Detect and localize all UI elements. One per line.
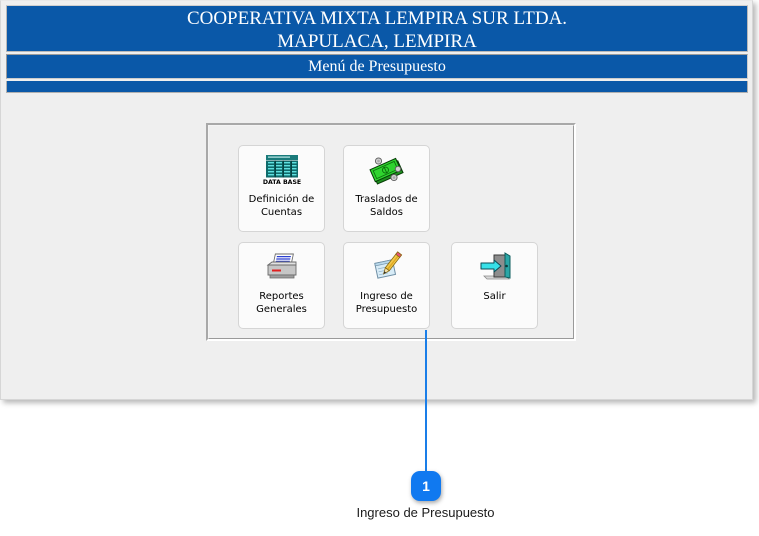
application-window: COOPERATIVA MIXTA LEMPIRA SUR LTDA. MAPU… [0,0,753,400]
menu-title-bar: Menú de Presupuesto [6,54,748,79]
company-name-line1: COOPERATIVA MIXTA LEMPIRA SUR LTDA. [186,8,568,29]
menu-group-inner-border [208,125,574,339]
svg-text:DATA BASE: DATA BASE [263,179,301,186]
button-traslados-de-saldos[interactable]: Traslados de Saldos [343,145,430,232]
callout-caption: Ingreso de Presupuesto [356,505,495,520]
notepad-pencil-icon [368,249,406,287]
exit-door-icon [476,249,514,287]
toolbar-strip [6,81,748,93]
button-ingreso-de-presupuesto[interactable]: Ingreso de Presupuesto [343,242,430,329]
database-icon: DATA BASE [263,152,301,190]
button-label: Traslados de Saldos [355,194,418,218]
money-icon [368,152,406,190]
printer-icon [263,249,301,287]
button-label: Reportes Generales [256,291,307,315]
client-area: DATA BASE Definición de Cuentas [2,94,751,399]
company-header-band: COOPERATIVA MIXTA LEMPIRA SUR LTDA. MAPU… [6,5,748,52]
callout-badge-number: 1 [422,478,430,494]
button-definicion-de-cuentas[interactable]: DATA BASE Definición de Cuentas [238,145,325,232]
button-label: Salir [483,291,506,302]
button-salir[interactable]: Salir [451,242,538,329]
callout-badge-1: 1 [411,471,441,501]
button-label: Ingreso de Presupuesto [355,291,418,315]
button-reportes-generales[interactable]: Reportes Generales [238,242,325,329]
button-label: Definición de Cuentas [248,194,315,218]
menu-group-panel: DATA BASE Definición de Cuentas [206,123,576,341]
company-name-line2: MAPULACA, LEMPIRA [277,31,477,52]
menu-title-text: Menú de Presupuesto [308,58,446,75]
